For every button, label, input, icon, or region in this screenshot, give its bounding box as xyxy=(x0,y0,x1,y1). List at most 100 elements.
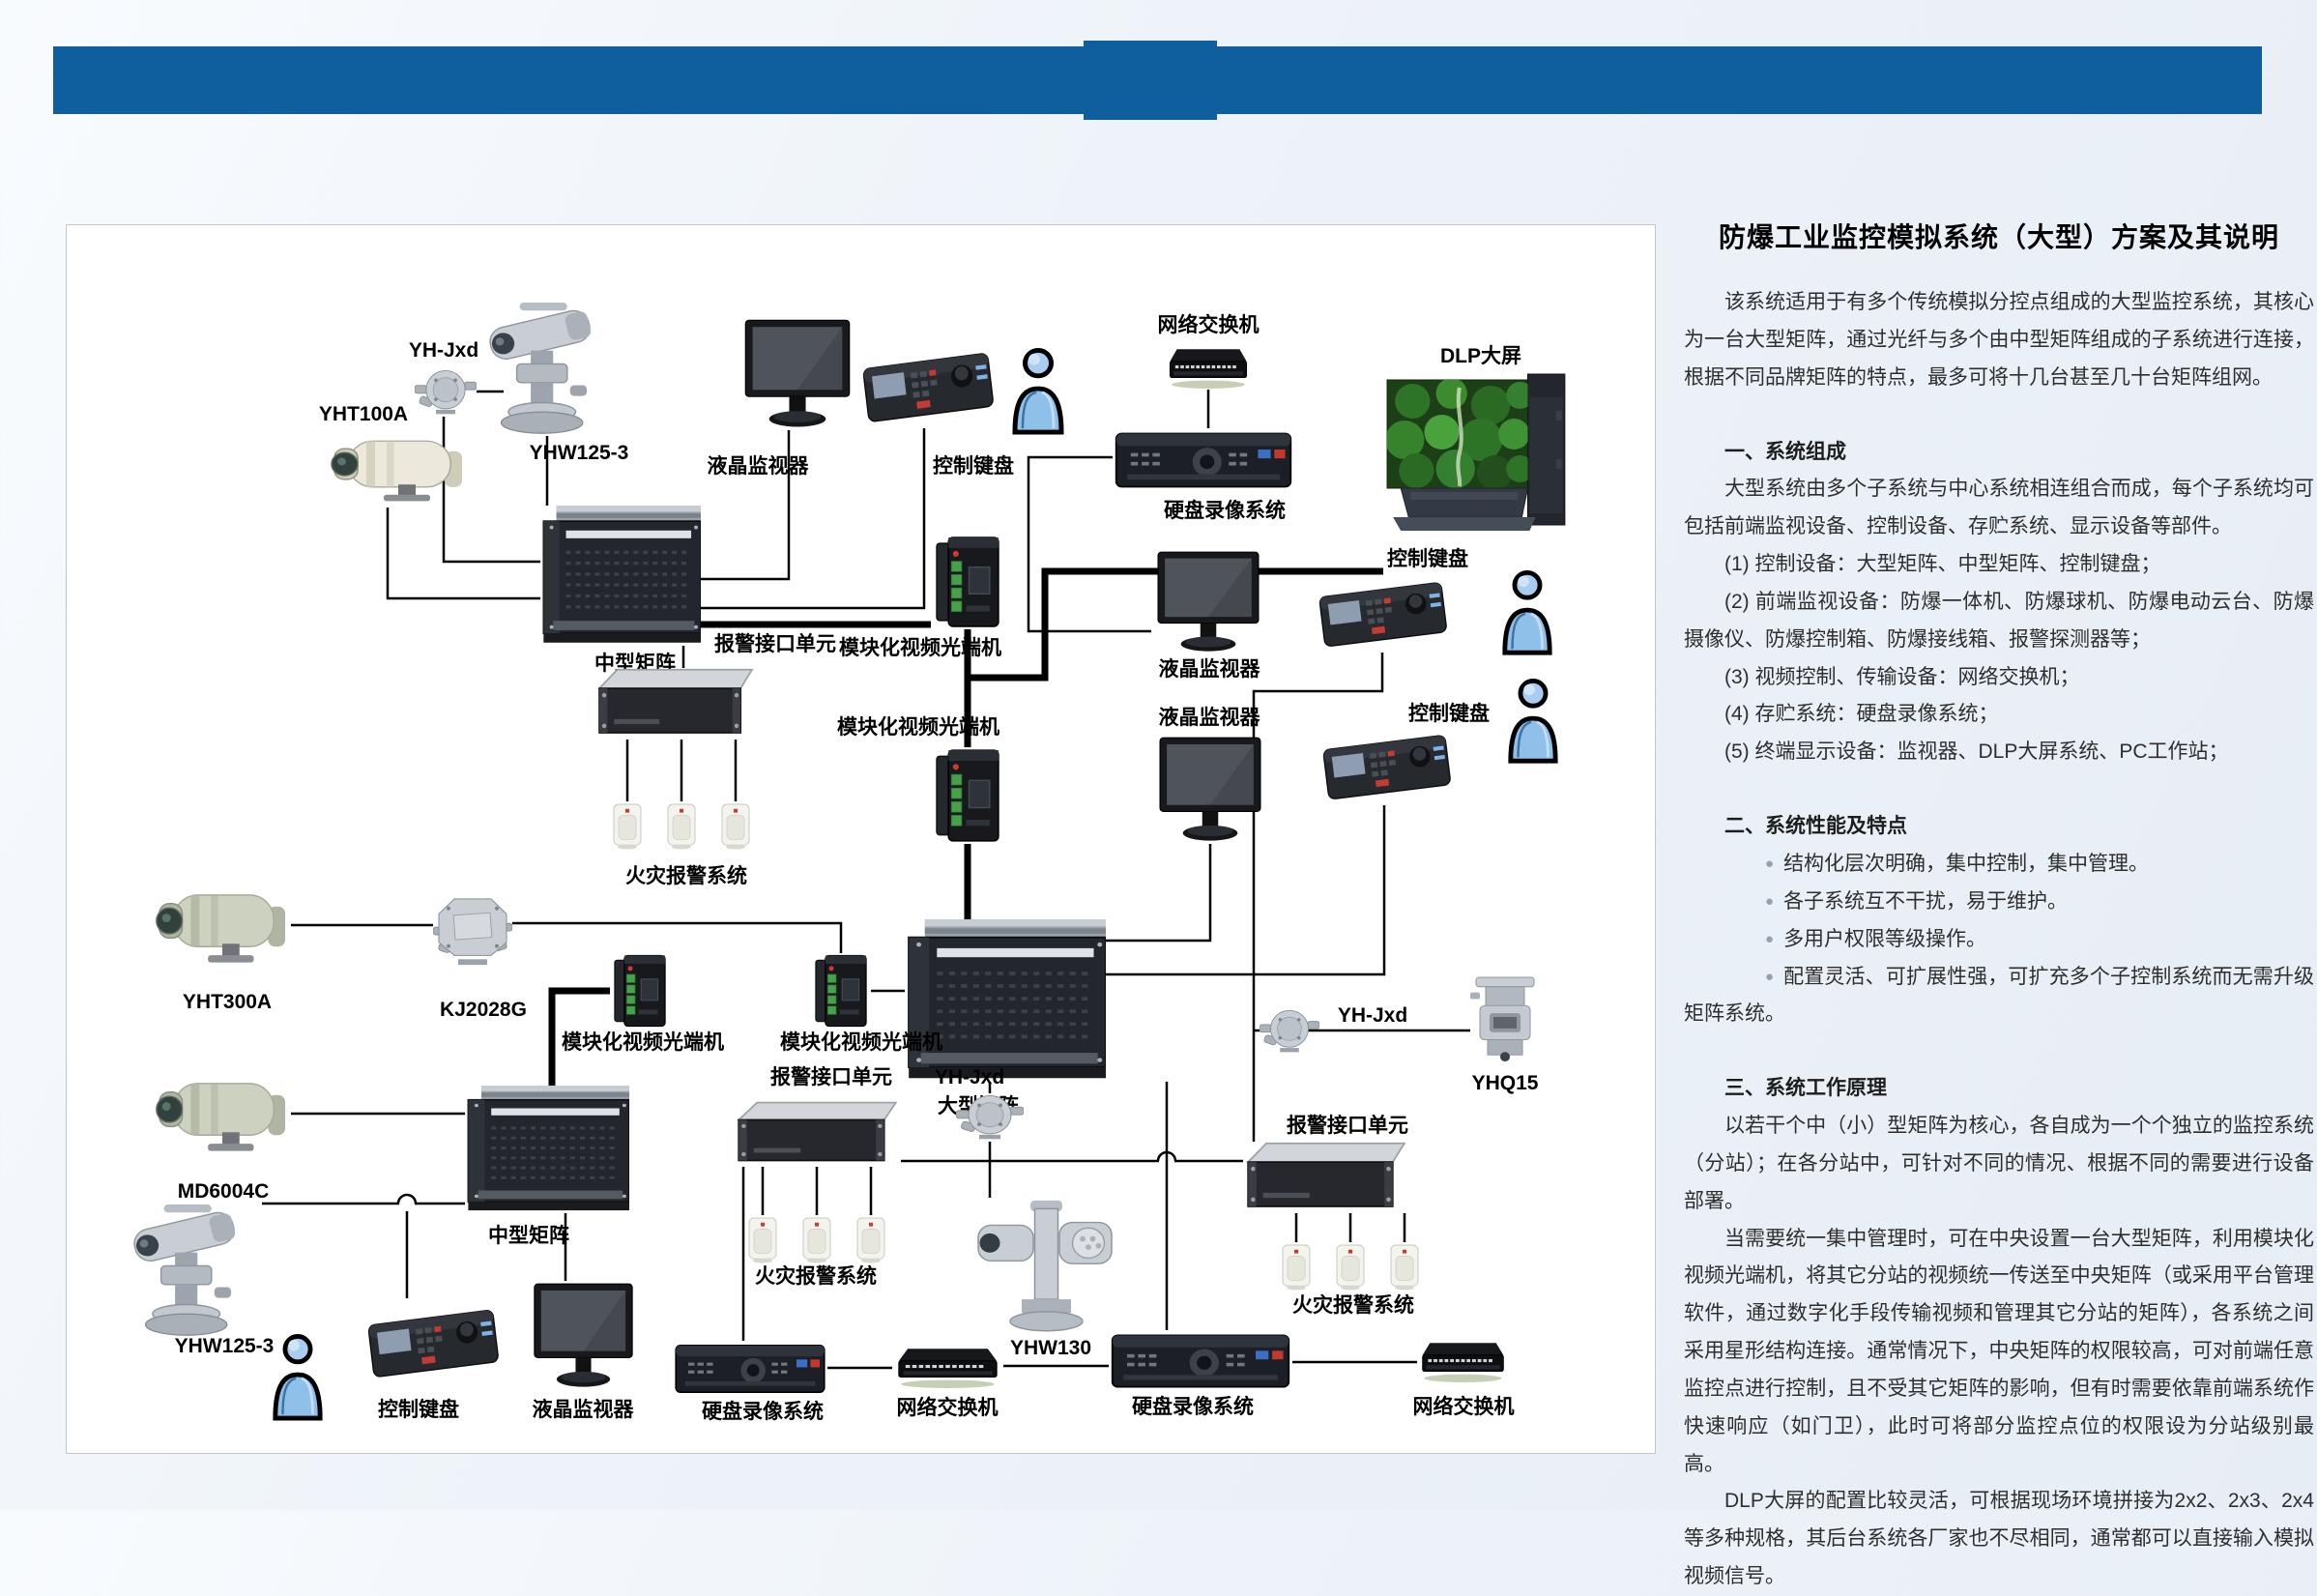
detector-2a-icon xyxy=(745,1217,780,1263)
wire xyxy=(701,428,926,610)
sec1-item-4: (4) 存贮系统：硬盘录像系统； xyxy=(1724,703,1999,726)
matrix-medium-1-icon xyxy=(540,506,701,646)
detector-2c-icon xyxy=(854,1217,888,1263)
person-2-icon xyxy=(1499,569,1555,656)
transceiver-1-icon xyxy=(931,535,1004,629)
alarm-unit-3-icon xyxy=(1243,1142,1409,1213)
wire xyxy=(512,921,843,953)
cam-yht100a-label: YHT100A xyxy=(318,403,409,425)
cam-yhw125-top-label: YHW125-3 xyxy=(529,442,629,464)
matrix-medium-2-label: 中型矩阵 xyxy=(488,1225,569,1247)
cam-md6004c-icon xyxy=(148,1069,291,1158)
junction-yhjxd-3-label: YH-Jxd xyxy=(1337,1004,1408,1027)
sec2-bullet-1: ● 结构化层次明确，集中控制，集中管理。 xyxy=(1684,846,2314,884)
trans-label-2-label: 模块化视频光端机 xyxy=(837,716,999,739)
bullet-dot: ● xyxy=(1765,968,1775,985)
junction-kj2028g-label: KJ2028G xyxy=(440,999,527,1021)
junction-yhjxd-1-label: YH-Jxd xyxy=(408,339,479,362)
detector-1c-icon xyxy=(718,803,753,850)
switch-2-icon xyxy=(892,1343,1003,1389)
switch-2-label: 网络交换机 xyxy=(896,1397,999,1419)
sec1-heading: 一、系统组成 xyxy=(1724,440,1846,463)
sec2-bullet-2: ● 各子系统互不干扰，易于维护。 xyxy=(1684,884,2314,921)
wire xyxy=(1252,653,1384,1142)
fire-label-1-label: 火灾报警系统 xyxy=(625,865,747,887)
detector-3c-icon xyxy=(1387,1244,1422,1291)
sec2-bullet-1-text: 结构化层次明确，集中控制，集中管理。 xyxy=(1783,852,2150,875)
fire-label-2-label: 火灾报警系统 xyxy=(755,1265,877,1288)
person-3-icon xyxy=(1505,678,1561,765)
cam-yht100a-icon xyxy=(323,428,468,508)
monitor-1-icon xyxy=(739,318,856,430)
detector-2b-icon xyxy=(799,1217,834,1263)
bullet-dot: ● xyxy=(1765,855,1775,872)
dvr-2-label: 硬盘录像系统 xyxy=(702,1401,824,1423)
matrix-large-icon xyxy=(905,919,1106,1082)
transceiver-4-icon xyxy=(811,953,871,1029)
cam-yhw125-top-icon xyxy=(478,303,618,436)
switch-3-icon xyxy=(1417,1337,1509,1383)
dvr-1-label: 硬盘录像系统 xyxy=(1164,500,1286,522)
alarm-unit-2-label: 报警接口单元 xyxy=(770,1066,892,1088)
sec1-item-1: (1) 控制设备：大型矩阵、中型矩阵、控制键盘； xyxy=(1724,553,2161,576)
transceiver-3-label: 模块化视频光端机 xyxy=(562,1031,724,1054)
yhq15-icon xyxy=(1470,975,1540,1064)
sec2-bullet-4: ●配置灵活、可扩展性强，可扩充多个子控制系统而无需升级矩阵系统。 xyxy=(1684,959,2314,1034)
wire xyxy=(1027,455,1151,633)
alarm-unit-3-label: 报警接口单元 xyxy=(1287,1115,1408,1137)
bullet-dot: ● xyxy=(1765,892,1775,910)
bullet-dot: ● xyxy=(1765,930,1775,947)
junction-yhjxd-2-label: YH-Jxd xyxy=(934,1066,1005,1088)
detector-3a-icon xyxy=(1279,1244,1314,1291)
junction-yhjxd-3-icon xyxy=(1260,1006,1319,1055)
doc-intro: 该系统适用于有多个传统模拟分控点组成的大型监控系统，其核心为一台大型矩阵，通过光… xyxy=(1684,291,2314,389)
doc-panel: 防爆工业监控模拟系统（大型）方案及其说明 该系统适用于有多个传统模拟分控点组成的… xyxy=(1684,217,2314,1596)
transceiver-2-icon xyxy=(931,747,1004,844)
dvr-1-icon xyxy=(1113,428,1294,492)
sec3-p3: DLP大屏的配置比较灵活，可根据现场环境拼接为2x2、2x3、2x4等多种规格，… xyxy=(1684,1490,2314,1588)
dvr-3-label: 硬盘录像系统 xyxy=(1132,1396,1254,1418)
sec2-heading: 二、系统性能及特点 xyxy=(1724,815,1907,838)
wire xyxy=(1106,844,1212,943)
junction-yhjxd-2-icon xyxy=(956,1091,1024,1142)
cam-yhw125-bottom-icon xyxy=(122,1204,262,1338)
monitor-3-icon xyxy=(1153,736,1267,844)
sec3-p2: 当需要统一集中管理时，可在中央设置一台大型矩阵，利用模块化视频光端机，将其它分站… xyxy=(1684,1227,2314,1475)
monitor-4-icon xyxy=(528,1282,639,1390)
switch-3-label: 网络交换机 xyxy=(1412,1396,1515,1418)
monitor-2-label: 液晶监视器 xyxy=(1158,658,1260,681)
diagram-panel: YHT100A YH-Jxd YHW125-3 液晶监视器 控制键盘 网络交换机… xyxy=(66,224,1656,1454)
detector-3b-icon xyxy=(1333,1244,1368,1291)
keyboard-2-icon xyxy=(1318,571,1448,653)
alarm-unit-1-label: 报警接口单元 xyxy=(714,633,836,655)
alarm-unit-2-icon xyxy=(734,1101,901,1167)
switch-1-label: 网络交换机 xyxy=(1157,314,1260,336)
monitor-1-label: 液晶监视器 xyxy=(707,455,809,478)
monitor-4-label: 液晶监视器 xyxy=(532,1399,634,1421)
transceiver-3-icon xyxy=(610,953,670,1029)
wire-hop xyxy=(396,1193,418,1204)
cam-md6004c-label: MD6004C xyxy=(177,1180,270,1203)
sec1-intro: 大型系统由多个子系统与中心系统相连组合而成，每个子系统均可包括前端监视设备、控制… xyxy=(1684,478,2314,538)
wire xyxy=(1106,805,1386,976)
junction-kj2028g-icon xyxy=(433,895,512,971)
wire xyxy=(548,987,610,1086)
cam-yhw130-label: YHW130 xyxy=(1009,1337,1092,1359)
cam-yht300a-label: YHT300A xyxy=(182,991,273,1013)
keyboard-3-label: 控制键盘 xyxy=(1408,703,1490,725)
dlp-screen-label: DLP大屏 xyxy=(1440,345,1521,367)
junction-yhjxd-1-icon xyxy=(415,366,477,417)
dlp-screen-icon xyxy=(1383,372,1578,538)
keyboard-2-label: 控制键盘 xyxy=(1387,548,1468,570)
transceiver-1-label: 模块化视频光端机 xyxy=(839,637,1001,659)
cam-yht300a-icon xyxy=(148,881,291,970)
yhq15-label: YHQ15 xyxy=(1471,1072,1539,1094)
sec2-bullet-3: ● 多用户权限等级操作。 xyxy=(1684,921,2314,959)
fire-label-3-label: 火灾报警系统 xyxy=(1292,1294,1414,1317)
monitor-2-icon xyxy=(1151,550,1265,654)
sec2-bullet-3-text: 多用户权限等级操作。 xyxy=(1783,927,1987,950)
sec1-item-5: (5) 终端显示设备：监视器、DLP大屏系统、PC工作站； xyxy=(1724,740,2229,764)
sec2-bullet-2-text: 各子系统互不干扰，易于维护。 xyxy=(1783,889,2069,913)
detector-1b-icon xyxy=(664,803,699,850)
